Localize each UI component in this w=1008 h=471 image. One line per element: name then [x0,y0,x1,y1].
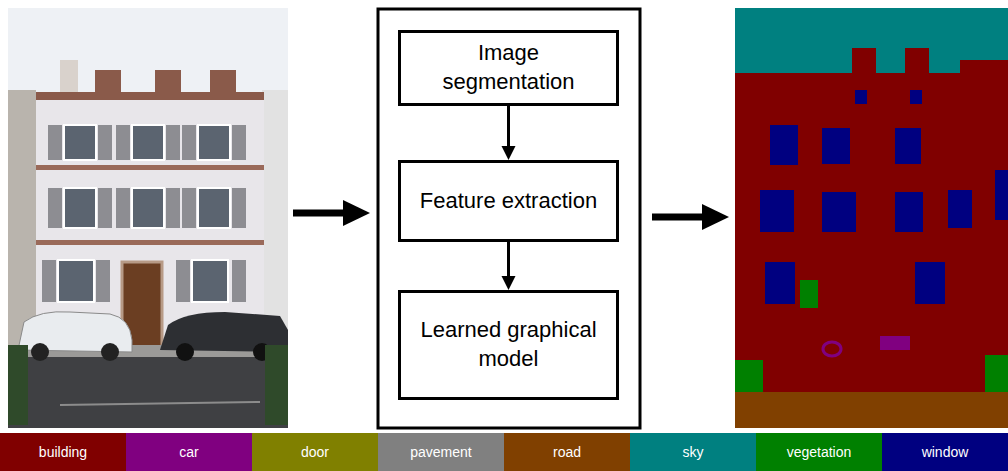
legend-label: sky [683,444,704,460]
flow-connector [502,106,516,160]
process-box: Image segmentation [398,30,619,106]
legend-swatch: pavement [378,433,504,471]
legend-label: door [301,444,329,460]
box-label: Feature extraction [420,187,597,216]
legend-swatch: building [0,433,126,471]
box-label: Image segmentation [411,39,606,96]
legend-swatch: door [252,433,378,471]
legend-label: pavement [410,444,471,460]
legend-swatch: sky [630,433,756,471]
legend-swatch: vegetation [756,433,882,471]
process-box: Feature extraction [398,160,619,242]
flow-connector [502,242,516,290]
legend-label: window [922,444,969,460]
facade-photo [8,8,288,428]
process-box: Learned graphical model [398,290,619,400]
legend-label: building [39,444,87,460]
box-label: Learned graphical model [411,316,606,373]
segmentation-map [735,8,1008,428]
legend-swatch: car [126,433,252,471]
legend-label: car [179,444,198,460]
legend-label: road [553,444,581,460]
pipeline-frame [378,9,640,428]
legend-swatch: window [882,433,1008,471]
color-legend: building car door pavement road sky vegetation… [0,433,1008,471]
legend-label: vegetation [787,444,852,460]
legend-swatch: road [504,433,630,471]
